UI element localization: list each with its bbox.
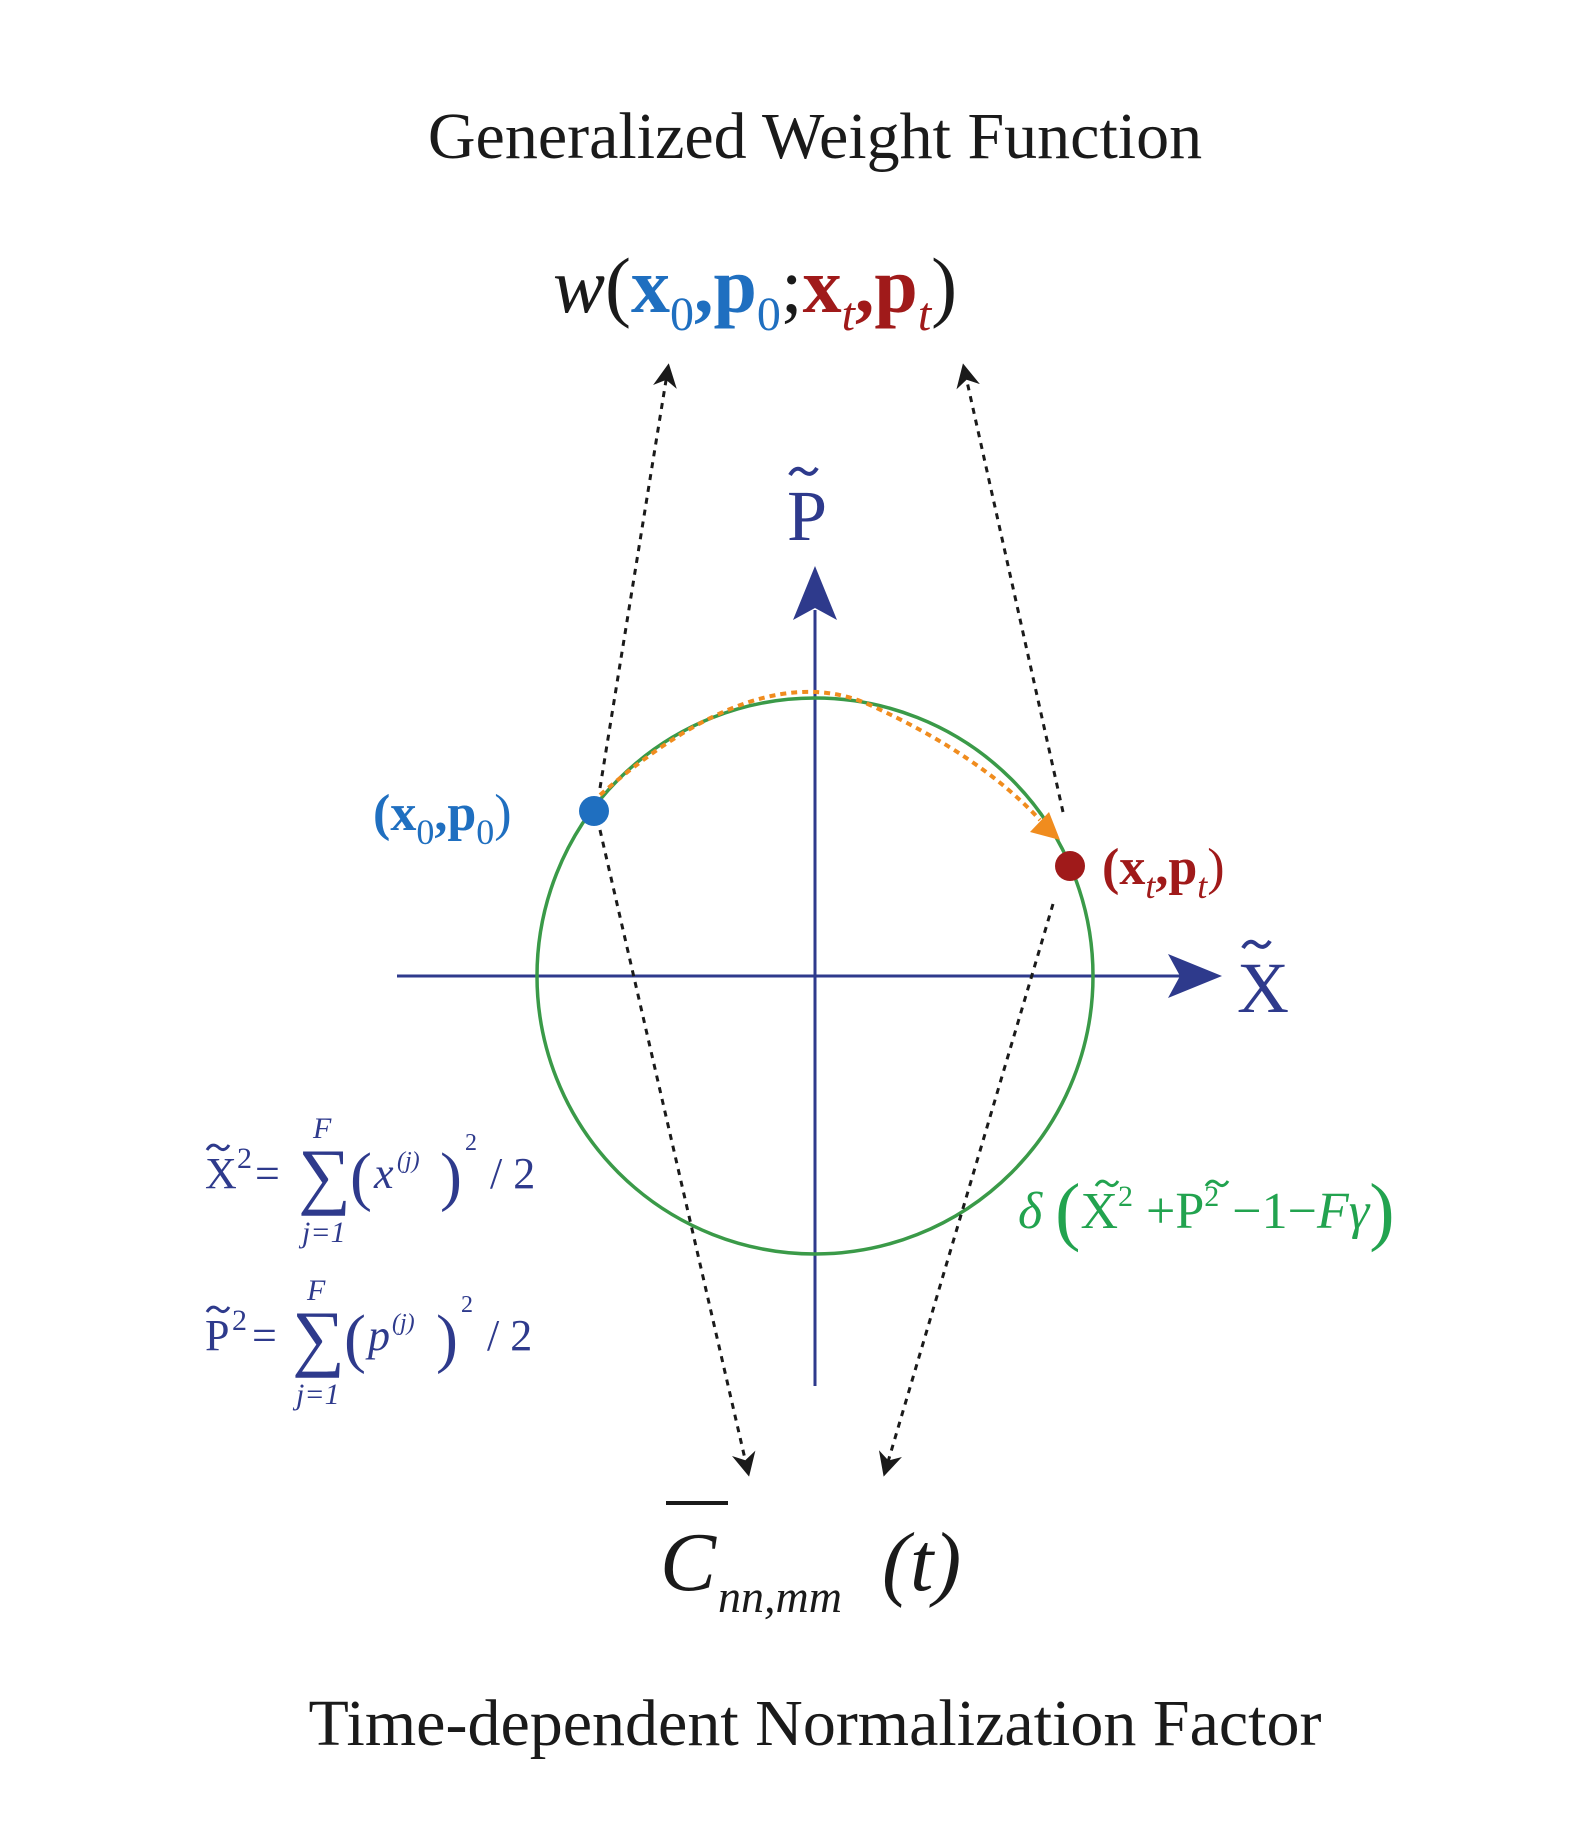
svg-text:): ) [440,1140,462,1213]
initial-point [579,796,609,826]
normalization-factor: C nn,mm (t) [660,1501,961,1622]
svg-text:j=1: j=1 [298,1216,346,1249]
energy-circle [535,696,1095,1256]
arrow-xt-to-c [878,903,1055,1477]
svg-text:F: F [306,1274,326,1307]
svg-text:j=1: j=1 [292,1378,340,1411]
wf-p0: p [714,242,757,329]
delta-expression: δ (X2 +P2 −1−Fγ) [1018,1169,1395,1253]
svg-text:(: ( [344,1302,366,1375]
svg-text:/ 2: / 2 [490,1149,535,1198]
svg-text:(t): (t) [882,1516,961,1609]
trajectory-arc [598,689,1042,822]
svg-text:C: C [660,1516,717,1609]
sum-symbol-p: ∑ [292,1297,345,1379]
svg-text:(j): (j) [392,1310,415,1336]
svg-text:P: P [787,476,827,556]
x-axis-arrowhead [1168,954,1222,998]
svg-text:F: F [312,1112,332,1145]
x-axis-label: X [1237,939,1289,1028]
initial-point-label: (x0,p0) [373,785,512,852]
svg-text:p: p [365,1311,390,1360]
w-symbol: w [553,242,605,329]
arrow-xt-to-w [956,363,1065,813]
svg-text:/ 2: / 2 [487,1311,532,1360]
y-axis-arrowhead [793,566,837,620]
equation-x-squared: X 2 = ∑ F j=1 ( x (j) ) 2 / 2 [205,1112,535,1249]
svg-text:): ) [436,1302,458,1375]
svg-text:2: 2 [237,1142,252,1175]
arrow-x0-to-w [598,363,677,789]
arrow-x0-to-c [598,829,756,1477]
equation-p-squared: P 2 = ∑ F j=1 ( p (j) ) 2 / 2 [205,1274,532,1411]
svg-text:=: = [255,1149,280,1198]
y-axis-label: P [787,466,827,556]
svg-text:δ (X2 +P2 −1−Fγ): δ (X2 +P2 −1−Fγ) [1018,1169,1395,1253]
final-point [1055,851,1085,881]
sum-symbol-x: ∑ [298,1135,351,1217]
wf-subta: t [842,288,857,341]
title: Generalized Weight Function [428,100,1202,173]
trajectory-arrowhead [1030,812,1060,840]
svg-text:X: X [1237,948,1289,1028]
wf-pt: p [874,242,917,329]
final-point-label: (xt,pt) [1102,839,1225,906]
svg-text:P: P [205,1311,229,1360]
weight-function: w(x0,p0;xt,pt) [553,242,957,341]
svg-text:(j): (j) [397,1148,420,1174]
svg-text:(: ( [350,1140,372,1213]
svg-text:=: = [252,1311,277,1360]
svg-text:2: 2 [232,1304,247,1337]
svg-text:2: 2 [465,1130,477,1156]
wf-subtb: t [918,288,933,341]
svg-text:x: x [373,1149,394,1198]
svg-text:nn,mm: nn,mm [718,1571,842,1622]
footer-caption: Time-dependent Normalization Factor [309,1687,1322,1760]
wf-x0: x [631,242,670,329]
wf-sub0a: 0 [670,288,694,341]
svg-text:2: 2 [461,1292,473,1318]
wf-sub0b: 0 [757,288,781,341]
wf-xt: x [803,242,842,329]
svg-text:X: X [205,1149,237,1198]
